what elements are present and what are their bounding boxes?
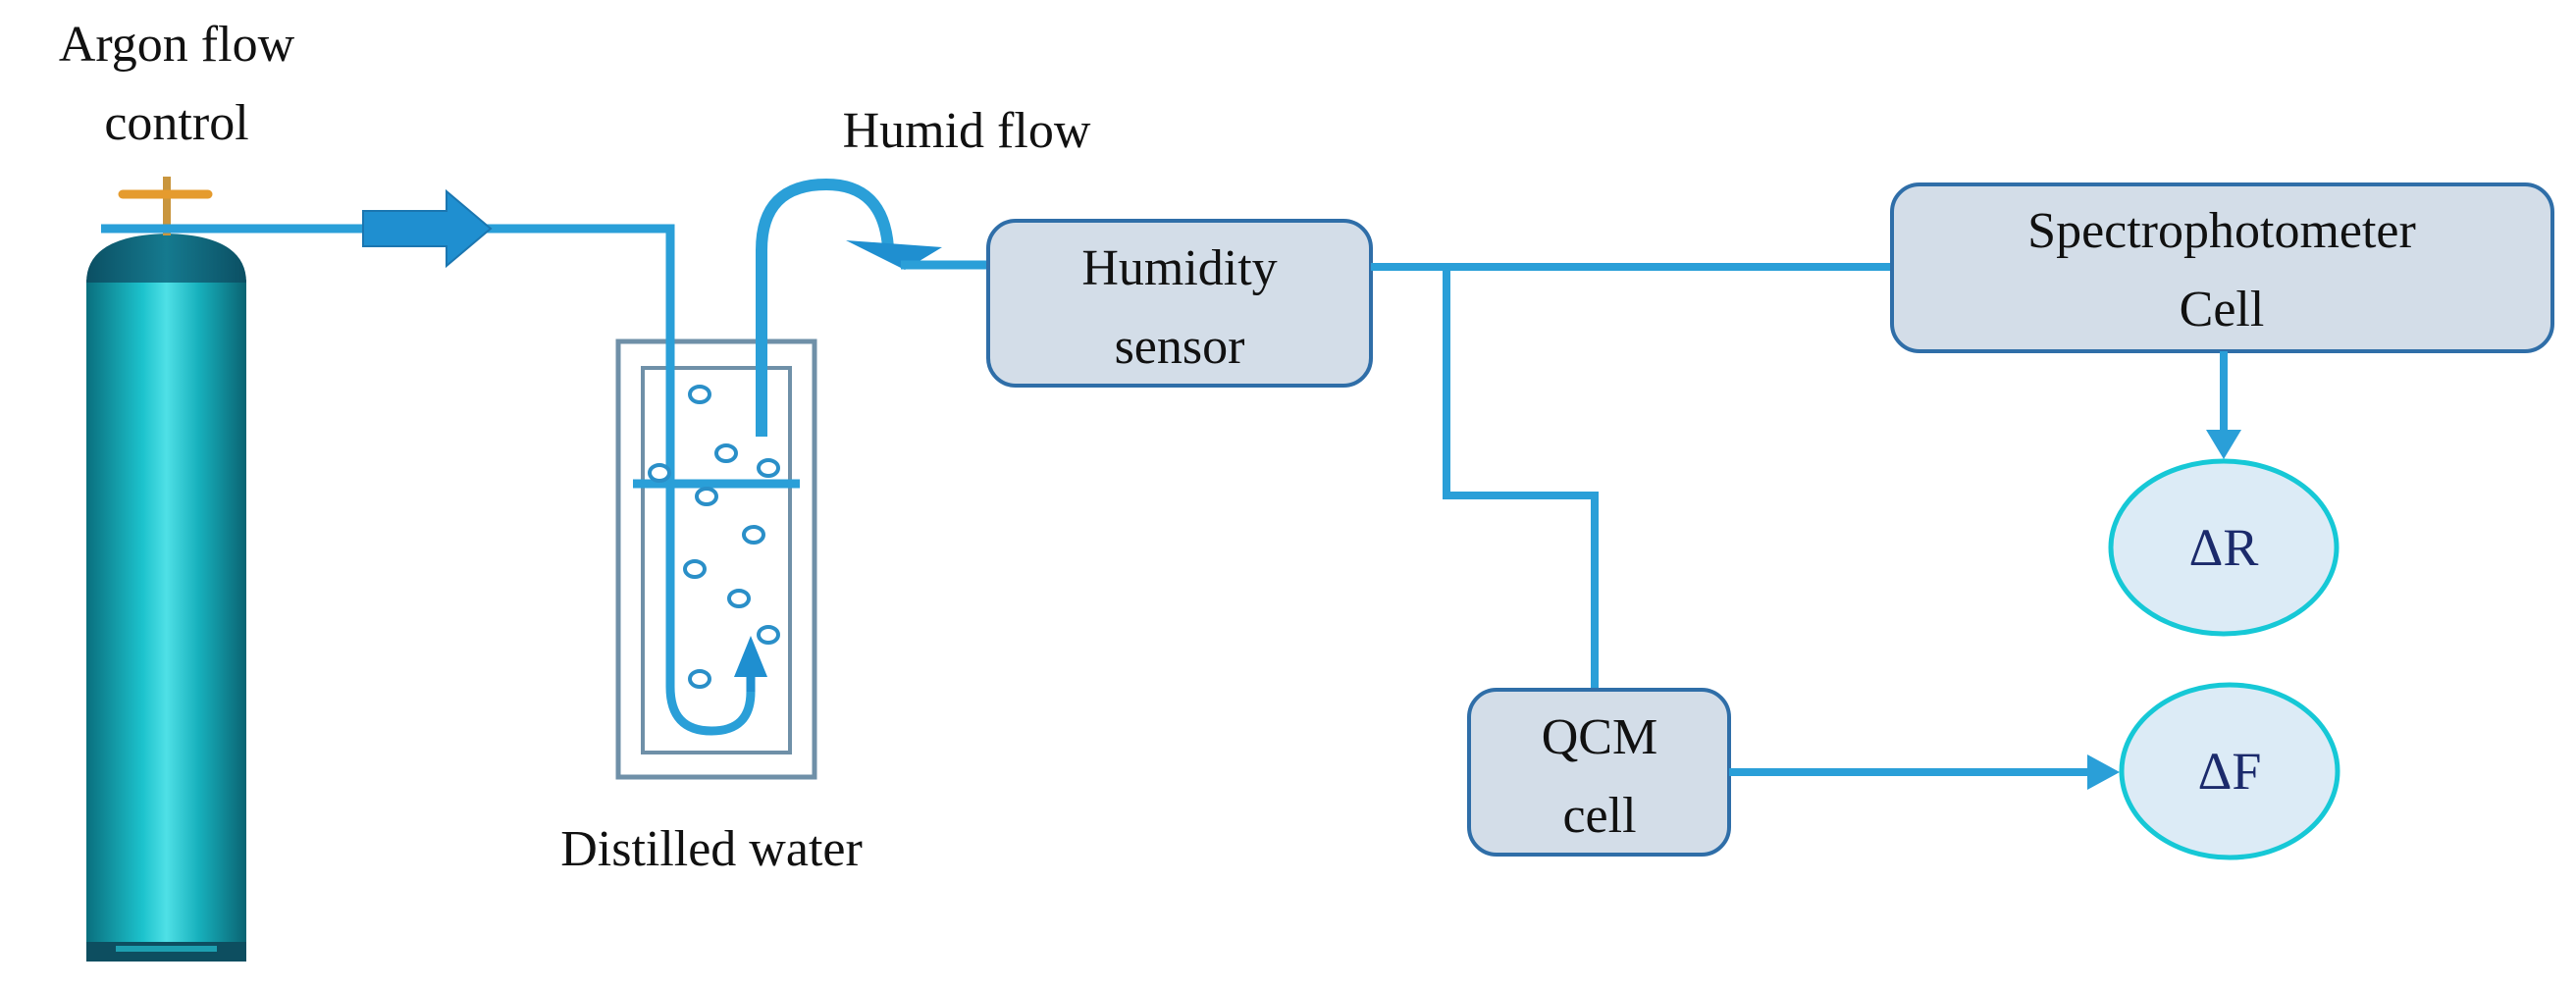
humidity-sensor-label-line1: Humidity: [1081, 240, 1277, 296]
humidity-sensor-label-line2: sensor: [1115, 319, 1245, 375]
bubble-arrow-icon: [734, 636, 767, 677]
spectrophotometer-label-line1: Spectrophotometer: [2027, 203, 2416, 259]
spectro-output-arrow: [2206, 351, 2241, 459]
spectrophotometer-label-line2: Cell: [2180, 282, 2265, 338]
argon-flow-label-line1: Argon flow: [59, 17, 295, 73]
arrow-down-icon: [2206, 430, 2241, 459]
spectrophotometer-cell-box: Spectrophotometer Cell: [1890, 182, 2554, 353]
bubbler-vessel: [615, 178, 942, 780]
qcm-label-line1: QCM: [1542, 709, 1657, 765]
humid-flow-label: Humid flow: [843, 103, 1091, 159]
bubbles: [648, 385, 780, 689]
humidity-sensor-box: Humidity sensor: [986, 219, 1373, 388]
qcm-output-arrow: [1729, 754, 2120, 790]
vessel-inner: [641, 366, 792, 754]
sensor-output-pipes: [1371, 263, 1892, 692]
qcm-label-line2: cell: [1562, 788, 1636, 844]
outlet-tube: [756, 178, 894, 437]
delta-r-output: ΔR: [2108, 458, 2339, 637]
flow-arrow-icon: [362, 188, 493, 269]
humid-flow-arrow-icon: [846, 240, 942, 270]
cylinder-cap: [86, 234, 246, 283]
distilled-water-label: Distilled water: [560, 821, 863, 877]
qcm-cell-box: QCM cell: [1467, 688, 1731, 857]
delta-f-output: ΔF: [2119, 682, 2340, 860]
arrow-right-icon: [2087, 754, 2120, 790]
argon-cylinder: [86, 177, 246, 962]
delta-f-label: ΔF: [2198, 742, 2262, 801]
cylinder-body: [86, 280, 246, 957]
delta-r-label: ΔR: [2189, 518, 2259, 577]
argon-flow-label-line2: control: [104, 95, 248, 151]
